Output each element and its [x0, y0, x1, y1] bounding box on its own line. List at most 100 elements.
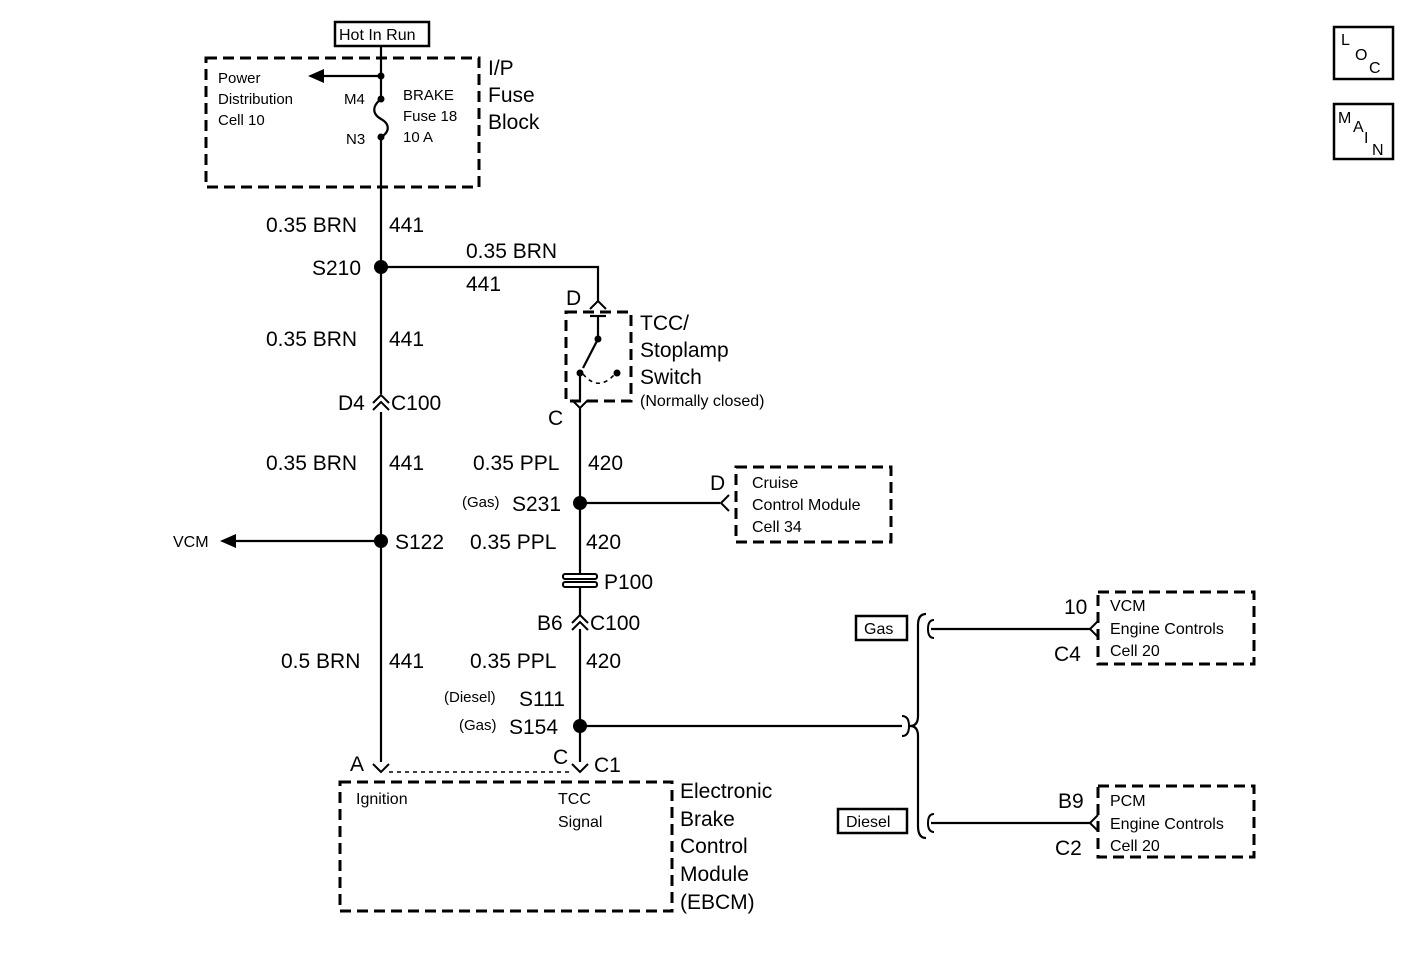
tcc-connector-d-label: D: [566, 287, 581, 310]
splice-s122-label: S122: [395, 531, 444, 554]
loc-letter-o: O: [1355, 47, 1367, 64]
vcm-module-label-2: Engine Controls: [1110, 621, 1224, 638]
cruise-connector-d-label: D: [710, 472, 725, 495]
splice-s231-note: (Gas): [462, 494, 500, 511]
tcc-stoplamp-switch-outline: [564, 310, 633, 403]
pcm-connector-icon: [1088, 814, 1099, 832]
splice-s210-label: S210: [312, 257, 361, 280]
svg-text:Gas: Gas: [864, 621, 893, 638]
gas-label-box: Gas: [854, 614, 909, 642]
vcm-pin-10-label: 10: [1064, 596, 1087, 619]
tcc-switch-blade: [582, 338, 599, 369]
splice-s154-label: S154: [509, 716, 558, 739]
wire-441-circuit-3: 441: [389, 452, 424, 475]
power-distribution-label-1: Power: [218, 70, 261, 87]
fuse-icon: [373, 98, 389, 138]
cruise-module-label-3: Cell 34: [752, 519, 802, 536]
ip-fuse-block-title-2: Fuse: [488, 84, 535, 107]
wire-420-gauge-1: 0.35 PPL: [473, 452, 559, 475]
tcc-switch-title-2: Stoplamp: [640, 339, 729, 362]
ebcm-tcc-signal-label-2: Signal: [558, 814, 602, 831]
fuse-name-label-1: BRAKE: [403, 87, 454, 104]
ebcm-connector-c-label: C: [553, 746, 568, 769]
pcm-engine-controls-outline: [1096, 784, 1256, 859]
tcc-switch-open-contact: [613, 369, 621, 377]
connector-d4-label: D4: [338, 392, 365, 415]
cruise-module-label-2: Control Module: [752, 497, 861, 514]
connector-b6-label: B6: [537, 612, 563, 635]
splice-s111-note: (Diesel): [444, 689, 496, 706]
diesel-tap-icon: [926, 813, 935, 833]
loc-button[interactable]: L O C: [1332, 25, 1395, 81]
engine-controls-tap-icon: [901, 715, 911, 737]
main-letter-a: A: [1353, 119, 1364, 136]
wire-441-gauge-2: 0.35 BRN: [266, 328, 357, 351]
ip-fuse-block-title-1: I/P: [488, 57, 514, 80]
gas-diesel-bracket: [909, 612, 927, 840]
ebcm-tcc-signal-label-1: TCC: [558, 791, 591, 808]
tcc-switch-title-1: TCC/: [640, 312, 689, 335]
pcm-module-label-2: Engine Controls: [1110, 816, 1224, 833]
ip-fuse-block-title-3: Block: [488, 111, 540, 134]
splice-s154-note: (Gas): [459, 717, 497, 734]
wire-420-gauge-3: 0.35 PPL: [470, 650, 556, 673]
loc-letter-l: L: [1341, 32, 1350, 49]
ebcm-connector-c-icon: [571, 763, 589, 774]
ebcm-title-3: Control: [680, 835, 748, 858]
main-letter-m: M: [1338, 110, 1351, 127]
fuse-name-label-2: Fuse 18: [403, 108, 457, 125]
cruise-control-module-outline: [734, 465, 893, 544]
vcm-engine-controls-outline: [1096, 590, 1256, 666]
p100-label: P100: [604, 571, 653, 594]
wire-441-gauge-4: 0.5 BRN: [281, 650, 360, 673]
ebcm-connector-a-icon: [372, 763, 390, 774]
tcc-switch-title-3: Switch: [640, 366, 702, 389]
fuse-n3-label: N3: [346, 131, 365, 148]
wire-441-gauge-1: 0.35 BRN: [266, 214, 357, 237]
vcm-connector-icon: [1088, 620, 1099, 638]
pcm-module-label-1: PCM: [1110, 793, 1146, 810]
vcm-connector-c4-label: C4: [1054, 643, 1081, 666]
connector-c100-label-a: C100: [391, 392, 441, 415]
tcc-connector-d-icon: [589, 299, 607, 310]
pcm-pin-b9-label: B9: [1058, 790, 1084, 813]
ebcm-ignition-label: Ignition: [356, 791, 408, 808]
main-letter-n: N: [1372, 142, 1384, 159]
cruise-module-label-1: Cruise: [752, 475, 798, 492]
tcc-connector-c-label: C: [548, 407, 563, 430]
hot-in-run-label: Hot In Run: [333, 20, 431, 48]
loc-letter-c: C: [1369, 60, 1381, 77]
ebcm-title-4: Module: [680, 863, 749, 886]
wire-420-circuit-2: 420: [586, 531, 621, 554]
diesel-label-box: Diesel: [836, 807, 909, 835]
vcm-module-label-3: Cell 20: [1110, 643, 1160, 660]
power-distribution-arrow-icon: [308, 69, 324, 83]
cruise-connector-d-icon: [719, 494, 730, 512]
svg-text:Diesel: Diesel: [846, 814, 890, 831]
tcc-switch-note: (Normally closed): [640, 393, 764, 410]
vcm-arrow-icon: [220, 534, 236, 548]
wire-441-circuit-4: 441: [389, 650, 424, 673]
power-distribution-label-3: Cell 10: [218, 112, 265, 129]
splice-s111-label: S111: [519, 688, 565, 711]
ebcm-title-1: Electronic: [680, 780, 772, 803]
connector-c100-d4-icon: [372, 393, 390, 411]
tcc-switch-travel-arc: [582, 373, 615, 385]
connector-c100-label-b: C100: [590, 612, 640, 635]
wire-441-gauge-branch: 0.35 BRN: [466, 240, 557, 263]
ebcm-connector-c1-label: C1: [594, 754, 621, 777]
ip-fuse-block-outline: [204, 56, 481, 189]
main-button[interactable]: M A I N: [1332, 102, 1395, 161]
wire-441-circuit-branch: 441: [466, 273, 501, 296]
wire-420-circuit-3: 420: [586, 650, 621, 673]
vcm-arrow-label: VCM: [173, 534, 209, 551]
fuse-name-label-3: 10 A: [403, 129, 433, 146]
ebcm-outline: [338, 780, 674, 913]
ebcm-connector-a-label: A: [350, 753, 364, 776]
connector-c100-b6-icon: [571, 613, 589, 631]
wire-441-gauge-3: 0.35 BRN: [266, 452, 357, 475]
ebcm-title-5: (EBCM): [680, 891, 755, 914]
wire-420-circuit-1: 420: [588, 452, 623, 475]
power-distribution-label-2: Distribution: [218, 91, 293, 108]
